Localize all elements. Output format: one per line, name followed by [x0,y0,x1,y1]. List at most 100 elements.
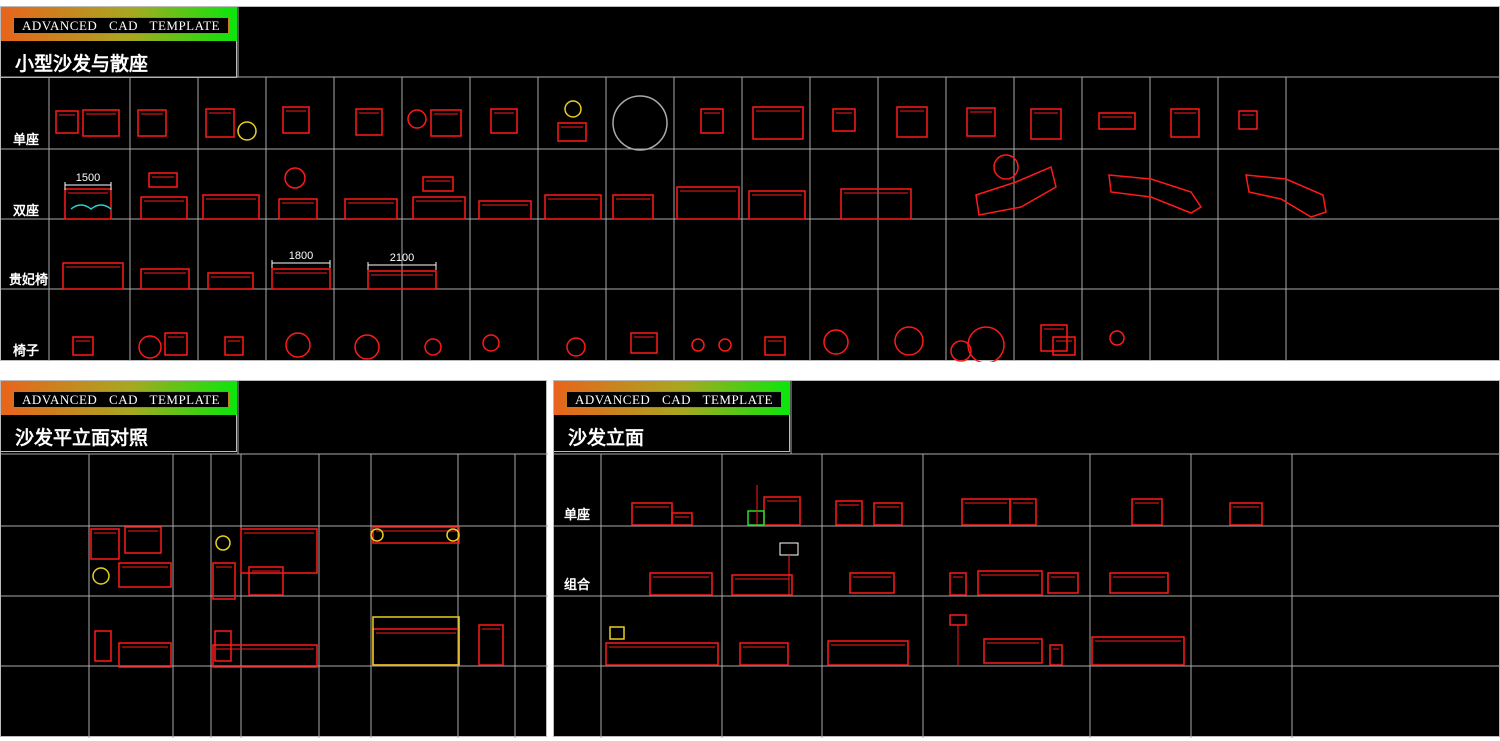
furniture-symbol [124,526,162,554]
row-label-combo: 组合 [564,578,591,593]
furniture-symbol [835,500,863,526]
furniture-symbol [138,335,162,359]
furniture-symbol [1109,572,1169,594]
cushion-detail [70,204,112,210]
furniture-symbol [1049,644,1063,666]
furniture-symbol [1009,498,1037,526]
furniture-symbol [148,172,178,188]
furniture-symbol [631,502,673,526]
furniture-symbol [873,502,903,526]
furniture-symbol [212,644,318,668]
furniture-symbol [354,334,380,360]
furniture-symbol [1040,324,1068,352]
dimension-label: 1500 [76,172,100,184]
furniture-symbol [630,332,658,354]
furniture-symbol [237,121,257,141]
furniture-symbol [284,167,306,189]
furniture-symbol [950,340,972,362]
furniture-symbol [649,572,713,596]
furniture-symbol [1229,502,1263,526]
furniture-symbol [422,176,454,192]
furniture-symbol [412,196,466,220]
drawing-grid [554,381,1500,738]
furniture-symbol [832,108,856,132]
furniture-symbol [612,194,654,220]
furniture-symbol [993,154,1019,180]
furniture-symbol [55,110,79,134]
furniture-symbol [482,334,500,352]
furniture-symbol [490,108,518,134]
furniture-symbol [1091,636,1185,666]
furniture-symbol [285,332,311,358]
furniture-symbol [355,108,383,136]
furniture-symbol [967,326,1005,362]
lamp-shade [779,542,799,556]
furniture-symbol [215,535,231,551]
yellow-outline [372,616,460,666]
drawing-grid [1,381,548,738]
furniture-symbol [752,106,804,140]
furniture-symbol [424,338,442,356]
panel-plan-elevation: ADVANCED CAD TEMPLATE 沙发平立面对照 [0,380,548,738]
furniture-symbol [430,109,462,137]
furniture-symbol [118,642,172,668]
furniture-symbol [1030,108,1062,140]
furniture-symbol [1052,336,1076,356]
furniture-symbol [676,186,740,220]
furniture-symbol [82,109,120,137]
row-label-double: 双座 [13,204,40,219]
row-label-single: 单座 [13,133,40,148]
furniture-symbol [205,108,235,138]
furniture-symbol [478,200,532,220]
panel-title: 沙发立面 [554,415,790,452]
furniture-symbol [700,108,724,134]
furniture-symbol [764,336,786,356]
furniture-symbol [248,566,284,596]
furniture-symbol [1047,572,1079,594]
curved-sofa [975,165,1057,216]
furniture-symbol [367,270,437,290]
dimension-label: 1800 [289,250,313,262]
furniture-symbol [849,572,895,594]
furniture-symbol [90,528,120,560]
furniture-symbol [739,642,789,666]
furniture-symbol [224,336,244,356]
furniture-symbol [446,528,460,542]
furniture-symbol [612,95,668,151]
furniture-symbol [478,624,504,666]
banner-text: ADVANCED CAD TEMPLATE [566,391,782,408]
row-label-chair: 椅子 [13,344,40,359]
furniture-symbol [827,640,909,666]
green-side-table [747,510,765,526]
furniture-symbol [271,268,331,290]
furniture-symbol [212,562,236,600]
furniture-symbol [896,106,928,138]
furniture-symbol [407,109,427,129]
curved-sofa [1245,174,1327,218]
furniture-symbol [949,572,967,596]
furniture-symbol [372,628,460,666]
furniture-symbol [137,109,167,137]
template-banner: ADVANCED CAD TEMPLATE [1,7,237,41]
yellow-lamp [609,626,625,640]
furniture-symbol [370,528,384,542]
furniture-symbol [557,122,587,142]
furniture-symbol [544,194,602,220]
furniture-symbol [718,338,732,352]
banner-text: ADVANCED CAD TEMPLATE [13,17,229,34]
template-banner: ADVANCED CAD TEMPLATE [1,381,237,415]
lamp-shade [949,614,967,626]
furniture-symbol [671,512,693,526]
curved-sofa [1108,174,1203,214]
furniture-symbol [894,326,924,356]
furniture-symbol [344,198,398,220]
furniture-symbol [118,562,172,588]
row-label-single: 单座 [564,508,591,523]
furniture-symbol [282,106,310,134]
furniture-symbol [977,570,1043,596]
furniture-symbol [823,329,849,355]
dimension-label: 2100 [390,252,414,264]
furniture-symbol [564,100,582,118]
